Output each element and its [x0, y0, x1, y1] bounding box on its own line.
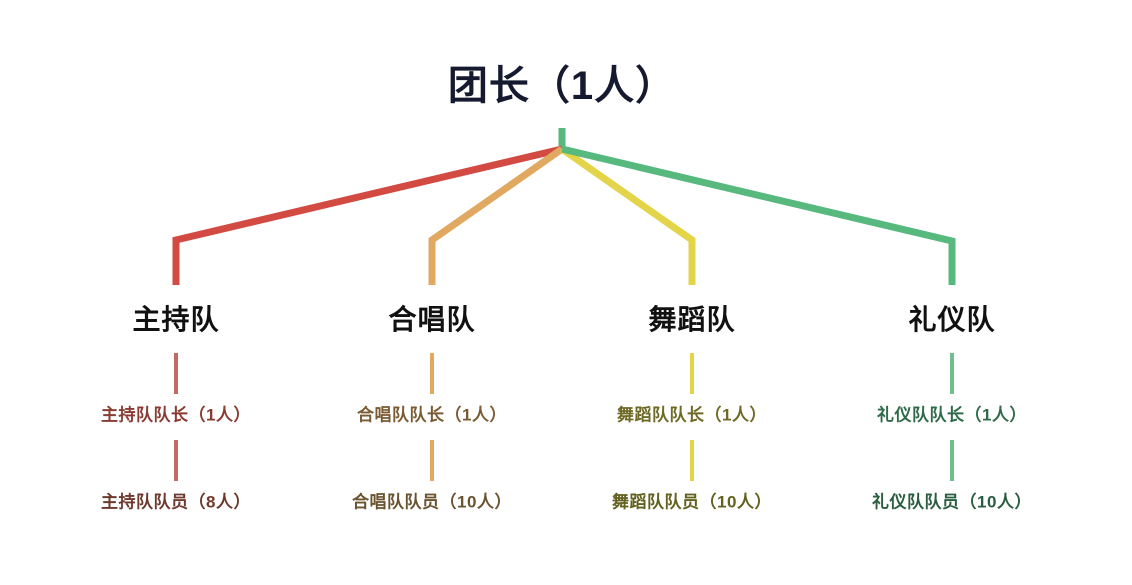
team-title-1: 主持队: [132, 304, 220, 335]
team-title-4: 礼仪队: [908, 304, 996, 335]
team-leader-label-4: 礼仪队队长（1人）: [877, 405, 1027, 425]
team-leader-label-2: 合唱队队长（1人）: [357, 405, 507, 425]
team-title-3: 舞蹈队: [648, 304, 736, 335]
team-members-label-2: 合唱队队员（10人）: [352, 492, 512, 512]
team-title-2: 合唱队: [388, 304, 476, 335]
team-members-label-3: 舞蹈队队员（10人）: [612, 492, 772, 512]
team-leader-label-3: 舞蹈队队长（1人）: [617, 405, 767, 425]
team-members-label-4: 礼仪队队员（10人）: [872, 492, 1032, 512]
branch-link-1: [172, 145, 563, 285]
team-leader-label-1: 主持队队长（1人）: [101, 405, 251, 425]
team-members-label-1: 主持队队员（8人）: [101, 492, 251, 512]
root-node-label: 团长（1人）: [447, 64, 677, 108]
branch-link-2: [428, 146, 565, 285]
branch-link-3: [559, 146, 696, 285]
branch-link-4: [561, 145, 956, 285]
